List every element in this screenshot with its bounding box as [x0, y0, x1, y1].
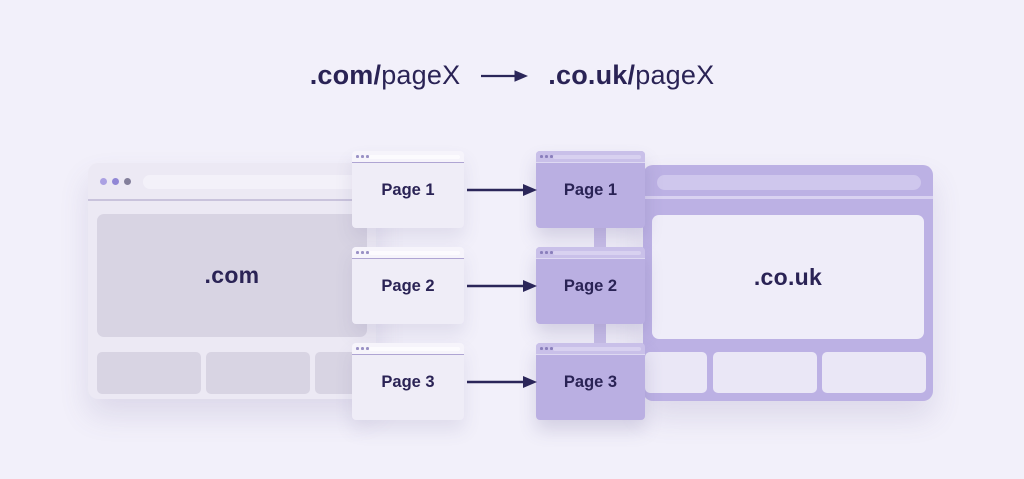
- source-content-block: [97, 352, 201, 394]
- mini-address-bar: [369, 250, 460, 255]
- target-content-block: [713, 352, 817, 393]
- window-controls-icon: [356, 347, 369, 350]
- source-hero-panel: .com: [97, 214, 367, 337]
- mini-address-bar: [369, 346, 460, 351]
- page-card-label: Page 3: [381, 373, 435, 391]
- source-content-block: [206, 352, 310, 394]
- source-domain: .com/: [309, 60, 382, 90]
- window-controls-icon: [540, 251, 553, 254]
- mini-address-bar: [553, 250, 641, 255]
- source-address-bar: [143, 175, 366, 189]
- source-browser-window: .com: [88, 163, 376, 399]
- source-page-card: Page 2: [352, 247, 464, 324]
- source-browser-chrome: [88, 163, 376, 199]
- target-domain: .co.uk/: [548, 60, 636, 90]
- mini-window-titlebar: [536, 343, 645, 355]
- page-card-label: Page 1: [381, 181, 435, 199]
- chrome-divider: [88, 199, 376, 201]
- mini-address-bar: [369, 154, 460, 159]
- source-site-label: .com: [204, 262, 260, 288]
- window-control-dot-icon: [100, 178, 107, 185]
- target-content-block: [645, 352, 707, 393]
- target-browser-window: .co.uk: [643, 165, 933, 401]
- window-control-dot-icon: [124, 178, 131, 185]
- window-control-dot-icon: [112, 178, 119, 185]
- mini-address-bar: [553, 154, 641, 159]
- diagram-title: .com/pageX .co.uk/pageX: [0, 60, 1024, 91]
- page-card-label: Page 2: [563, 277, 618, 295]
- target-page-card: Page 3: [536, 343, 645, 420]
- window-controls-icon: [356, 155, 369, 158]
- target-site-label: .co.uk: [753, 263, 823, 290]
- page-connector: [594, 320, 606, 348]
- chrome-divider: [643, 196, 933, 199]
- window-controls-icon: [100, 178, 131, 185]
- mini-window-titlebar: [536, 247, 645, 259]
- arrow-right-icon: [467, 184, 537, 196]
- mini-window-titlebar: [352, 343, 464, 355]
- target-url: .co.uk/pageX: [548, 60, 714, 91]
- window-controls-icon: [356, 251, 369, 254]
- page-card-label: Page 3: [563, 373, 618, 391]
- page-card-label: Page 1: [563, 181, 618, 199]
- source-url: .com/pageX: [310, 60, 461, 91]
- mini-window-titlebar: [352, 247, 464, 259]
- target-page-path: pageX: [635, 60, 715, 90]
- mini-window-titlebar: [352, 151, 464, 163]
- target-page-card: Page 1: [536, 151, 645, 228]
- source-page-card: Page 1: [352, 151, 464, 228]
- window-controls-icon: [540, 155, 553, 158]
- source-page-path: pageX: [381, 60, 461, 90]
- page-card-label: Page 2: [381, 277, 435, 295]
- target-page-card: Page 2: [536, 247, 645, 324]
- arrow-right-icon: [481, 69, 529, 82]
- mini-window-titlebar: [536, 151, 645, 163]
- page-connector: [594, 224, 606, 252]
- window-controls-icon: [540, 347, 553, 350]
- target-address-bar: [657, 175, 921, 190]
- arrow-right-icon: [467, 376, 537, 388]
- arrow-right-icon: [467, 280, 537, 292]
- mini-address-bar: [553, 346, 641, 351]
- target-content-block: [822, 352, 926, 393]
- target-hero-panel: .co.uk: [652, 215, 924, 339]
- source-page-card: Page 3: [352, 343, 464, 420]
